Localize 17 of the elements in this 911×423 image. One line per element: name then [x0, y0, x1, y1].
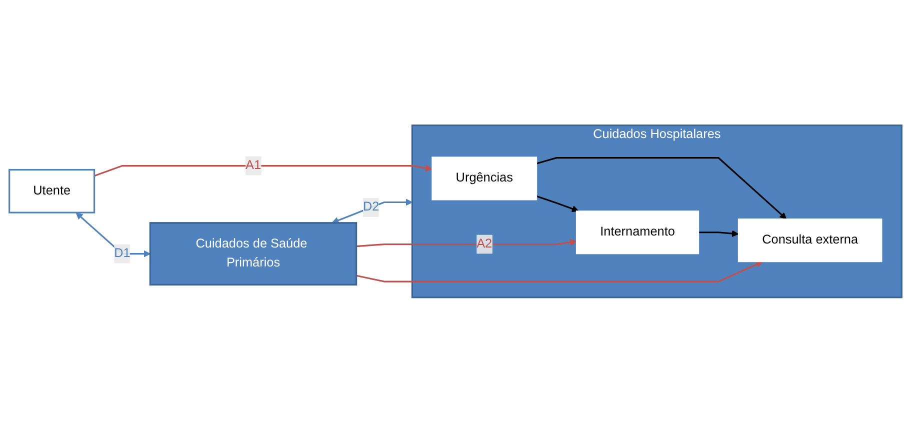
arrow	[76, 212, 150, 258]
arrow	[536, 157, 787, 220]
node-box: Internamento	[576, 210, 700, 254]
edge-label: A1	[245, 158, 262, 172]
node-box: Consulta externa	[738, 218, 882, 262]
edge-label: A2	[476, 237, 492, 251]
arrow	[94, 164, 432, 177]
arrow	[356, 238, 577, 248]
arrow	[698, 230, 739, 238]
arrow	[356, 261, 763, 282]
node-box: Cuidados de Saúde Primários	[149, 222, 358, 286]
edge-label: D1	[114, 246, 130, 260]
node-box: Urgências	[432, 156, 538, 200]
node-box: Utente	[8, 169, 96, 214]
arrow	[332, 198, 412, 224]
edge-label: D2	[362, 200, 380, 214]
arrow	[536, 196, 579, 212]
